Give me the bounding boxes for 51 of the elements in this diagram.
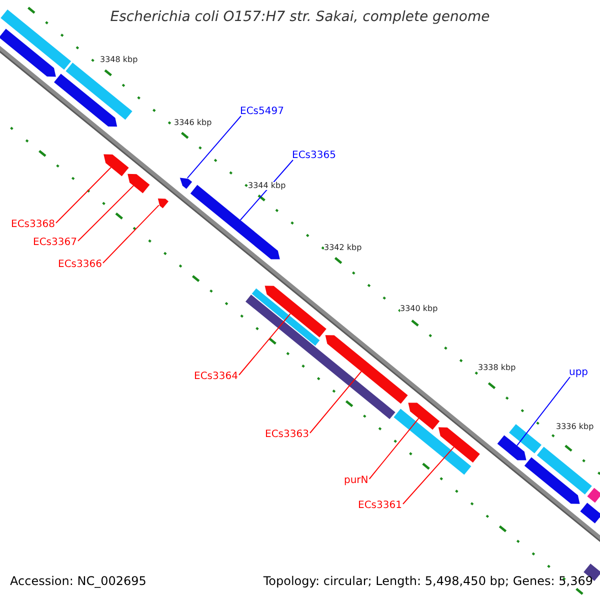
gene-feature — [180, 178, 192, 189]
gene-feature — [66, 62, 132, 120]
gene-feature — [325, 335, 408, 404]
gene-feature — [0, 10, 72, 70]
leader-line — [78, 185, 134, 242]
gene-feature — [438, 427, 480, 463]
gene-feature — [580, 502, 600, 524]
gene-feature — [408, 402, 440, 430]
gene-label: ECs3367 — [33, 238, 77, 248]
gene-feature — [0, 28, 56, 77]
leader-line — [186, 116, 242, 179]
gene-label: upp — [569, 368, 588, 378]
leader-line — [102, 204, 160, 264]
gene-label: ECs3365 — [292, 151, 336, 161]
gene-label: ECs3364 — [194, 372, 238, 382]
gene-feature — [158, 198, 168, 208]
gene-feature — [509, 424, 542, 454]
gene-label: ECs3361 — [358, 501, 402, 511]
gene-feature — [246, 294, 396, 420]
scale-label: 3340 kbp — [400, 305, 438, 313]
gene-feature — [54, 74, 118, 127]
scale-label: 3336 kbp — [556, 423, 594, 431]
leader-line — [310, 371, 362, 434]
gene-feature — [264, 286, 326, 338]
footer-text: Topology: circular; Length: 5,498,450 bp; Genes: 5,369 — [263, 575, 593, 587]
gene-feature — [128, 174, 150, 194]
leader-line — [240, 160, 294, 220]
gene-feature — [536, 446, 592, 494]
leader-line — [368, 418, 420, 480]
gene-feature — [394, 408, 472, 475]
leader-line — [402, 446, 454, 504]
title: Escherichia coli O157:H7 str. Sakai, complete genome — [109, 10, 491, 24]
gene-label: ECs5497 — [240, 107, 284, 117]
gene-feature — [104, 154, 129, 176]
scale-label: 3344 kbp — [248, 182, 286, 190]
gene-feature — [524, 457, 580, 504]
scale-label: 3346 kbp — [174, 119, 212, 127]
footer-text: Accession: NC_002695 — [10, 575, 146, 587]
leader-line — [516, 376, 570, 446]
leader-line — [56, 166, 112, 224]
scale-label: 3338 kbp — [478, 364, 516, 372]
gene-label: ECs3363 — [265, 430, 309, 440]
gene-feature — [252, 288, 320, 346]
scale-label: 3348 kbp — [100, 56, 138, 64]
gene-label: ECs3366 — [58, 260, 102, 270]
gene-label: purN — [344, 476, 368, 486]
gene-label: ECs3368 — [11, 220, 55, 230]
scale-label: 3342 kbp — [324, 244, 362, 252]
gene-feature — [497, 435, 526, 460]
leader-line — [238, 313, 291, 376]
gene-feature — [587, 488, 600, 503]
